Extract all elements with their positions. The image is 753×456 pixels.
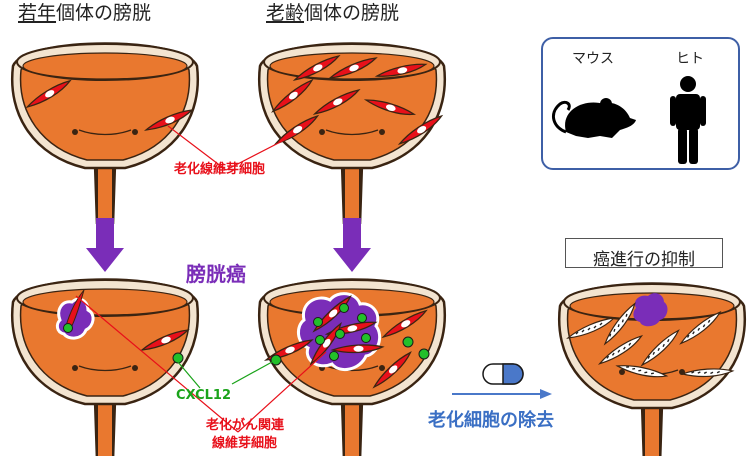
old-suffix: 個体の膀胱 bbox=[304, 2, 400, 24]
pill-icon bbox=[482, 363, 524, 385]
young-bladder-title: 若年個体の膀胱 bbox=[18, 4, 151, 23]
inhibition-label: 癌進行の抑制 bbox=[593, 250, 695, 270]
mouse-icon bbox=[551, 98, 636, 138]
old-bladder-title: 老齢個体の膀胱 bbox=[266, 4, 399, 23]
senescent-fibroblast-label: 老化線維芽細胞 bbox=[174, 162, 266, 177]
tumor-large bbox=[297, 292, 384, 372]
bladder-young-bottom bbox=[10, 278, 200, 456]
cxcl12-dot bbox=[402, 336, 414, 348]
bladder-cancer-label: 膀胱癌 bbox=[186, 262, 246, 286]
human-icon bbox=[670, 76, 706, 164]
caf-label-line2: 線維芽細胞 bbox=[212, 436, 278, 451]
young-suffix: 個体の膀胱 bbox=[56, 2, 152, 24]
young-prefix: 若年 bbox=[18, 2, 57, 24]
down-arrow-young bbox=[86, 218, 124, 272]
legend-human-label: ヒト bbox=[676, 51, 704, 67]
tumor-reduced bbox=[633, 293, 668, 327]
cxcl12-dot bbox=[172, 352, 184, 364]
removal-label: 老化細胞の除去 bbox=[428, 410, 554, 431]
tumor-small bbox=[55, 289, 95, 340]
species-legend bbox=[541, 37, 740, 170]
cxcl12-dot bbox=[270, 354, 282, 366]
caf-label-line1: 老化がん関連 bbox=[206, 418, 285, 433]
inhibition-box: 癌進行の抑制 bbox=[565, 238, 723, 270]
bladder-young-top bbox=[10, 42, 200, 226]
cxcl12-dot bbox=[418, 348, 430, 360]
old-prefix: 老齢 bbox=[266, 2, 305, 24]
cxcl12-label: CXCL12 bbox=[176, 388, 232, 403]
down-arrow-old bbox=[333, 218, 371, 272]
legend-mouse-label: マウス bbox=[572, 51, 614, 67]
